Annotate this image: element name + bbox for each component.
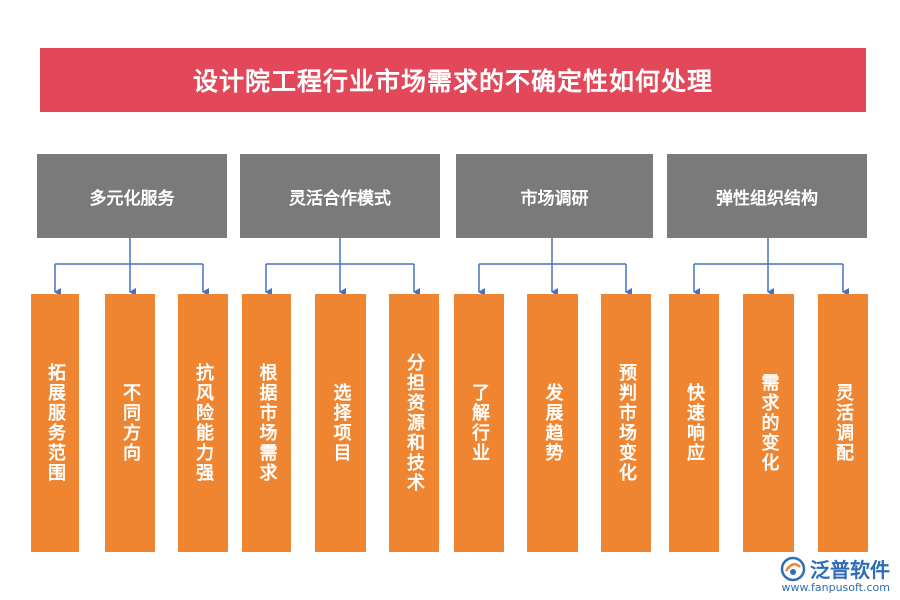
leaf-box-4-3: 灵活调配: [818, 294, 868, 552]
leaf-box-2-3: 分担资源和技术: [389, 294, 439, 552]
leaf-box-1-3: 抗风险能力强: [178, 294, 228, 552]
category-box-2: 灵活合作模式: [240, 154, 440, 238]
leaf-box-3-2: 发展趋势: [527, 294, 578, 552]
leaf-box-2-1: 根据市场需求: [242, 294, 291, 552]
category-box-3: 市场调研: [456, 154, 653, 238]
leaf-box-1-1: 拓展服务范围: [31, 294, 79, 552]
leaf-box-4-1: 快速响应: [669, 294, 719, 552]
leaf-box-3-3: 预判市场变化: [601, 294, 651, 552]
category-box-4: 弹性组织结构: [667, 154, 867, 238]
logo-name: 泛普软件: [810, 558, 890, 582]
logo-url: www.fanpusoft.com: [781, 581, 890, 594]
category-box-1: 多元化服务: [37, 154, 227, 238]
leaf-box-1-2: 不同方向: [105, 294, 155, 552]
leaf-box-2-2: 选择项目: [315, 294, 366, 552]
leaf-box-4-2: 需求的变化: [743, 294, 794, 552]
brand-logo: 泛普软件 www.fanpusoft.com: [780, 554, 890, 594]
logo-swirl-icon: [780, 556, 806, 581]
leaf-box-3-1: 了解行业: [454, 294, 504, 552]
diagram-title: 设计院工程行业市场需求的不确定性如何处理: [40, 48, 866, 112]
